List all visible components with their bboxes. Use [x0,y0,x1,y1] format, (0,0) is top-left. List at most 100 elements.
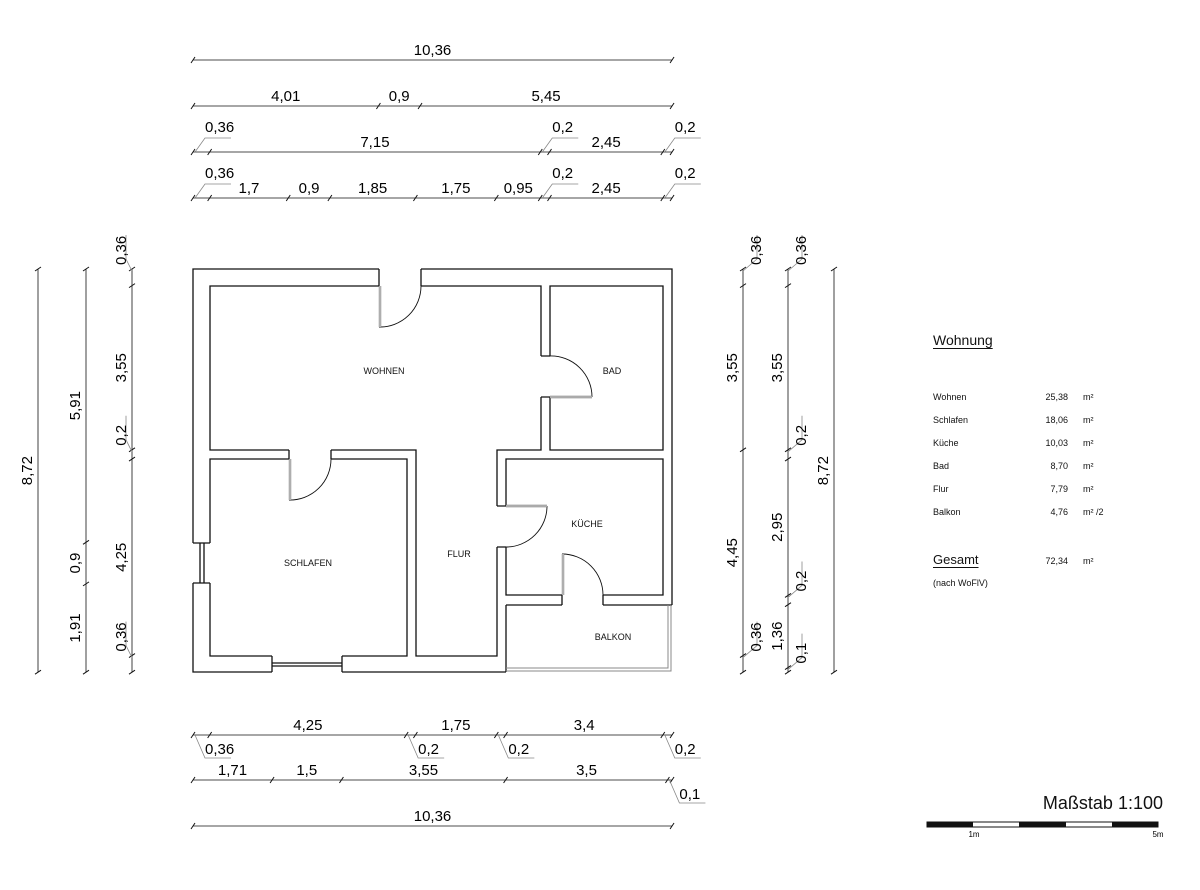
room-label-schlafen: SCHLAFEN [284,558,332,568]
dimension-tick [82,669,90,675]
dimension-leader [125,235,133,272]
dimension-leader [125,415,133,452]
scale-label-start: 1m [968,830,979,839]
dimension-tick [784,266,792,272]
scale-segment [1112,822,1158,827]
wohnen-flur-outline [209,285,542,657]
dimension-tick [207,731,213,739]
dimension-tick [547,194,552,202]
dimension-tick [82,581,90,587]
dimension-tick [128,653,136,658]
area-row-name: Wohnen [933,392,967,402]
area-row-value: 10,03 [1045,438,1068,448]
dimension-tick [417,102,423,110]
dimension-label: 1,75 [441,717,470,734]
dimension-label: 0,2 [552,119,573,136]
dimension-label: 3,5 [576,762,597,779]
area-row-unit: m² /2 [1083,507,1104,517]
dimension-tick [128,283,136,289]
dimension-label: 0,2 [675,741,696,758]
dimension-tick [669,148,675,156]
area-table-title: Wohnung [933,332,993,348]
dimension-label: 3,55 [724,353,741,382]
dimension-tick [190,731,196,739]
dimension-leader [664,183,701,199]
dimension-tick [739,669,747,675]
total-unit: m² [1083,556,1094,566]
dimension-tick [669,194,675,202]
schlafen-outline [209,458,408,657]
dimension-tick [660,731,666,739]
dimension-tick [503,731,508,739]
room-label-kueche: KÜCHE [571,519,603,529]
dimension-leader [194,734,231,759]
dimension-tick [339,776,344,784]
dimension-label: 4,01 [271,88,300,105]
dimension-tick [830,669,838,675]
dimension-tick [82,266,90,272]
dimension-label: 1,71 [218,762,247,779]
dimension-tick [739,266,747,272]
dimension-label: 4,45 [724,538,741,567]
dimension-tick [376,102,381,110]
dimension-leader [664,734,701,759]
dimension-tick [830,266,838,272]
dimension-tick [34,669,42,675]
dimension-tick [269,776,275,784]
dimension-tick [537,148,543,156]
door-bad-arc [549,355,593,398]
room-label-bad: BAD [603,366,622,376]
dimension-tick [190,148,196,156]
scale-label-end: 5m [1152,830,1163,839]
dimension-tick [669,102,675,110]
dimension-tick [665,776,670,784]
dimension-label: 10,36 [414,42,452,59]
dimension-label: 1,91 [67,613,84,642]
dimension-tick [660,148,666,156]
dimension-leader [669,779,706,804]
dimension-label: 7,15 [360,134,389,151]
dimension-tick [128,447,136,453]
dimension-tick [537,194,543,202]
dimension-tick [128,669,136,675]
dimension-label: 3,55 [769,353,786,382]
dimension-tick [128,266,136,272]
dimension-label: 0,36 [748,622,765,651]
dimension-leader [194,183,231,199]
area-row-value: 7,79 [1050,484,1068,494]
dimension-tick [327,194,333,202]
dimension-label: 0,36 [205,165,234,182]
dimension-label: 0,36 [205,119,234,136]
door-schlafen-arc [288,458,332,501]
dimension-leader [541,137,579,153]
dimension-leader [194,137,231,153]
area-row-value: 4,76 [1050,507,1068,517]
dimension-tick [739,283,747,289]
dimension-tick [493,731,499,739]
dimension-label: 4,25 [293,717,322,734]
dimension-tick [503,776,508,784]
dimension-label: 2,95 [769,513,786,542]
dimension-label: 0,2 [675,119,696,136]
dimension-label: 0,2 [418,741,439,758]
dimension-tick [547,148,552,156]
room-labels: WOHNEN BAD KÜCHE FLUR SCHLAFEN BALKON [284,366,631,642]
scale-segment [1019,822,1066,827]
total-label: Gesamt [933,552,979,567]
dimension-label: 0,9 [67,553,84,574]
area-row-name: Schlafen [933,415,969,425]
dimension-label: 4,25 [113,543,130,572]
bad-outline [549,285,664,451]
door-balkon-arc [561,553,604,596]
dimension-tick [739,653,747,658]
dimension-tick [784,283,792,289]
dimension-label: 0,9 [299,180,320,197]
dimension-label: 0,1 [679,786,700,803]
area-row-unit: m² [1083,415,1094,425]
door-jambs [288,269,604,605]
dimension-label: 0,2 [552,165,573,182]
scale-title: Maßstab 1:100 [1042,793,1163,813]
dimension-tick [190,776,196,784]
